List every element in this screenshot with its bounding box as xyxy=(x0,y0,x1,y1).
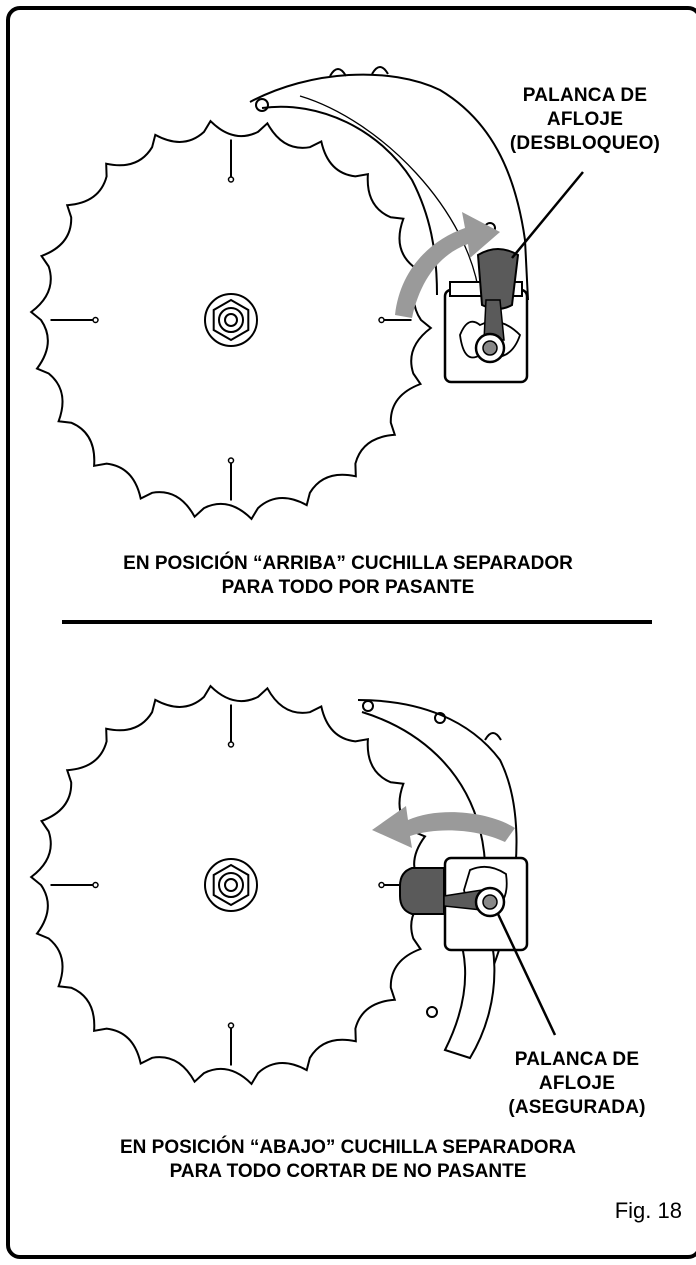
arbor-nut xyxy=(224,878,238,892)
slot-hole xyxy=(378,316,385,324)
callout-leader-bottom xyxy=(496,913,557,1036)
release-lever-top xyxy=(474,248,520,364)
callout-label-bottom: PALANCA DE AFLOJE (ASEGURADA) xyxy=(508,1049,646,1118)
release-lever-bottom xyxy=(399,867,506,918)
saw-blade-bottom xyxy=(29,684,433,1086)
slot-hole xyxy=(227,1022,235,1029)
caption-top: EN POSICIÓN “ARRIBA” CUCHILLA SEPARADOR … xyxy=(123,553,573,598)
arrow-down-icon xyxy=(372,806,515,848)
callout-label-top: PALANCA DE AFLOJE (DESBLOQUEO) xyxy=(509,85,661,154)
figure-number: Fig. 18 xyxy=(614,1198,682,1223)
slot-hole xyxy=(227,741,235,748)
slot-hole xyxy=(92,881,99,889)
arbor-nut xyxy=(224,313,238,327)
saw-blade-top xyxy=(29,119,433,521)
arrow-up-icon xyxy=(395,212,500,318)
slot-hole xyxy=(92,316,99,324)
figure-frame xyxy=(6,6,696,1259)
panel-divider xyxy=(62,620,652,624)
slot-hole xyxy=(378,881,385,889)
caption-bottom: EN POSICIÓN “ABAJO” CUCHILLA SEPARADORA … xyxy=(119,1137,577,1182)
slot-hole xyxy=(227,457,235,464)
callout-leader-top xyxy=(511,171,584,259)
slot-hole xyxy=(227,176,235,183)
